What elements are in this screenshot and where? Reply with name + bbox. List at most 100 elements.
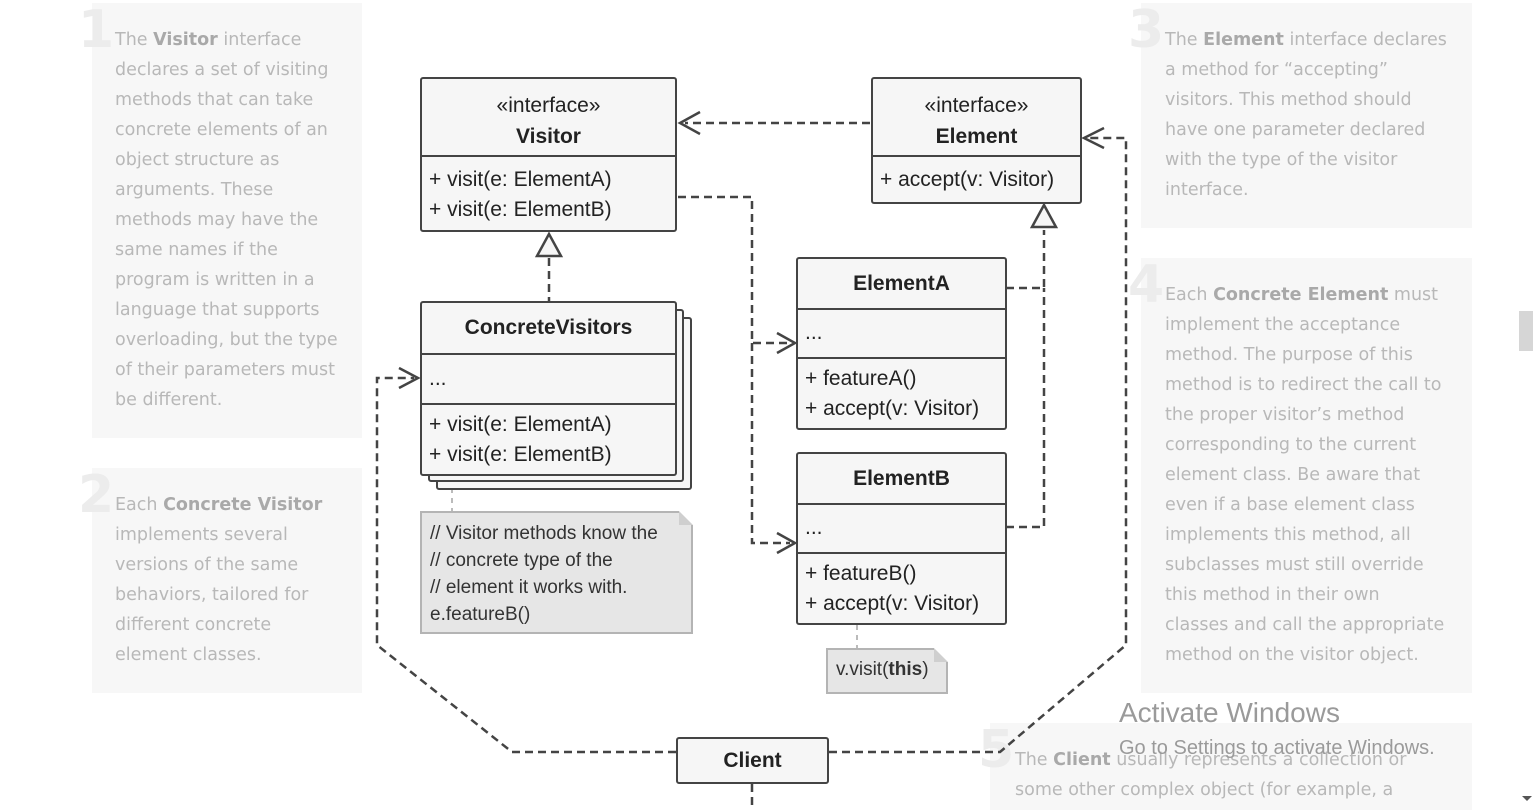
note-line: interface. [1165, 180, 1249, 200]
note-line: The Visitor interface [115, 30, 302, 50]
note-line: method is to redirect the call to [1165, 375, 1442, 395]
note-line: a method for “accepting” [1165, 60, 1388, 80]
memo-fold [679, 511, 693, 525]
note-line: language that supports [115, 300, 320, 320]
client-to-concrete-visitors [375, 376, 676, 754]
element-stereotype: «interface» [924, 94, 1029, 117]
note-line: element classes. [115, 645, 262, 665]
element-method-1: + accept(v: Visitor) [880, 168, 1055, 191]
note-line: have one parameter declared [1165, 120, 1426, 140]
visitor-method-2: + visit(e: ElementB) [429, 198, 612, 221]
element-a-fields: ... [805, 321, 823, 344]
note-card-3 [1141, 3, 1472, 228]
note-line: method on the visitor object. [1165, 645, 1419, 665]
visitor-to-elementb-dependency [750, 343, 790, 545]
note-card-2 [92, 468, 362, 693]
element-memo-prefix: v.visit( [836, 659, 889, 680]
note-line: method. The purpose of this [1165, 345, 1413, 365]
note-line: arguments. These [115, 180, 274, 200]
note-card-1 [92, 3, 362, 438]
visitor-method-1: + visit(e: ElementA) [429, 168, 612, 191]
note-number-1: 1 [78, 0, 115, 60]
arrowhead-to-concrete-visitors [398, 366, 421, 390]
note-line: program is written in a [115, 270, 315, 290]
note-line: methods that can take [115, 90, 314, 110]
note-line: implements this method, all [1165, 525, 1411, 545]
note-text-3: The Element interface declares a method f… [1165, 25, 1447, 205]
element-a-box: ElementA ... + featureA() + accept(v: Vi… [796, 257, 1007, 430]
concrete-visitors-method-1: + visit(e: ElementA) [429, 413, 612, 436]
scroll-down-arrow-icon[interactable] [1522, 796, 1532, 801]
note-line: with the type of the visitor [1165, 150, 1398, 170]
arrowhead-to-elementa [776, 331, 798, 355]
element-name: Element [935, 125, 1018, 148]
element-b-method-1: + featureB() [805, 562, 917, 585]
note-card-4 [1141, 258, 1472, 693]
memo-fold [934, 648, 948, 662]
note-line: visitors. This method should [1165, 90, 1412, 110]
note-line: this method in their own [1165, 585, 1380, 605]
note-number-2: 2 [78, 465, 115, 525]
note-line: element class. Be aware that [1165, 465, 1421, 485]
note-line: implement the acceptance [1165, 315, 1401, 335]
visitor-stereotype: «interface» [496, 94, 601, 117]
element-a-name: ElementA [853, 272, 950, 295]
note-line: some other complex object (for example, … [1015, 780, 1394, 800]
element-a-method-1: + featureA() [805, 367, 917, 390]
element-b-method-2: + accept(v: Visitor) [805, 592, 980, 615]
note-number-5: 5 [978, 720, 1015, 780]
visitor-name: Visitor [516, 125, 581, 148]
concrete-visitors-name: ConcreteVisitors [464, 316, 633, 339]
note-line: Each Concrete Element must [1165, 285, 1439, 305]
note-line: concrete elements of an [115, 120, 328, 140]
note-line: different concrete [115, 615, 272, 635]
activation-watermark-title: Activate Windows [1119, 697, 1340, 728]
note-line: methods may have the [115, 210, 319, 230]
note-line: implements several [115, 525, 288, 545]
arrowhead-to-visitor [677, 110, 701, 136]
visitor-memo-line-1: // Visitor methods know the [430, 523, 658, 544]
visitor-memo-line-4: e.featureB() [430, 604, 531, 625]
element-b-name: ElementB [853, 467, 950, 490]
element-interface-box: «interface» Element + accept(v: Visitor) [871, 77, 1082, 204]
note-line: same names if the [115, 240, 278, 260]
note-line: Each Concrete Visitor [115, 495, 323, 515]
note-line: overloading, but the type [115, 330, 338, 350]
arrowhead-to-elementb [776, 531, 798, 555]
client-name: Client [723, 749, 782, 772]
element-b-fields: ... [805, 516, 823, 539]
activation-watermark-subtitle: Go to Settings to activate Windows. [1119, 737, 1435, 759]
note-line: declares a set of visiting [115, 60, 329, 80]
scrollbar-thumb[interactable] [1519, 311, 1533, 351]
note-line: object structure as [115, 150, 280, 170]
note-text-4: Each Concrete Element must implement the … [1165, 280, 1444, 670]
realization-triangle-visitor [534, 231, 564, 258]
concrete-visitors-fields: ... [429, 367, 447, 390]
scrollbar-track[interactable] [1518, 0, 1533, 810]
note-line: be different. [115, 390, 223, 410]
note-number-4: 4 [1128, 255, 1165, 315]
visitor-memo-line-2: // concrete type of the [430, 550, 613, 571]
note-line: corresponding to the current [1165, 435, 1417, 455]
client-box: Client [676, 737, 829, 784]
element-memo-bold: this [888, 659, 923, 680]
element-memo: v.visit(this) [826, 648, 948, 694]
note-text-5: The Client usually represents a collecti… [1015, 745, 1406, 805]
visitor-interface-box: «interface» Visitor + visit(e: ElementA)… [420, 77, 677, 232]
note-line: subclasses must still override [1165, 555, 1424, 575]
visitor-to-elementa-dependency [678, 195, 790, 345]
note-line: behaviors, tailored for [115, 585, 309, 605]
elementb-realization [1006, 288, 1046, 529]
concrete-visitors-method-2: + visit(e: ElementB) [429, 443, 612, 466]
concrete-visitors-box: ConcreteVisitors ... + visit(e: ElementA… [420, 301, 677, 476]
note-line: even if a base element class [1165, 495, 1415, 515]
note-line: The Element interface declares [1165, 30, 1447, 50]
note-card-5 [990, 723, 1472, 810]
element-b-box: ElementB ... + featureB() + accept(v: Vi… [796, 452, 1007, 625]
visitor-memo: // Visitor methods know the // concrete … [420, 511, 693, 634]
note-text-1: The Visitor interface declares a set of v… [115, 25, 338, 415]
element-memo-suffix: ) [922, 659, 929, 680]
note-line: classes and call the appropriate [1165, 615, 1445, 635]
